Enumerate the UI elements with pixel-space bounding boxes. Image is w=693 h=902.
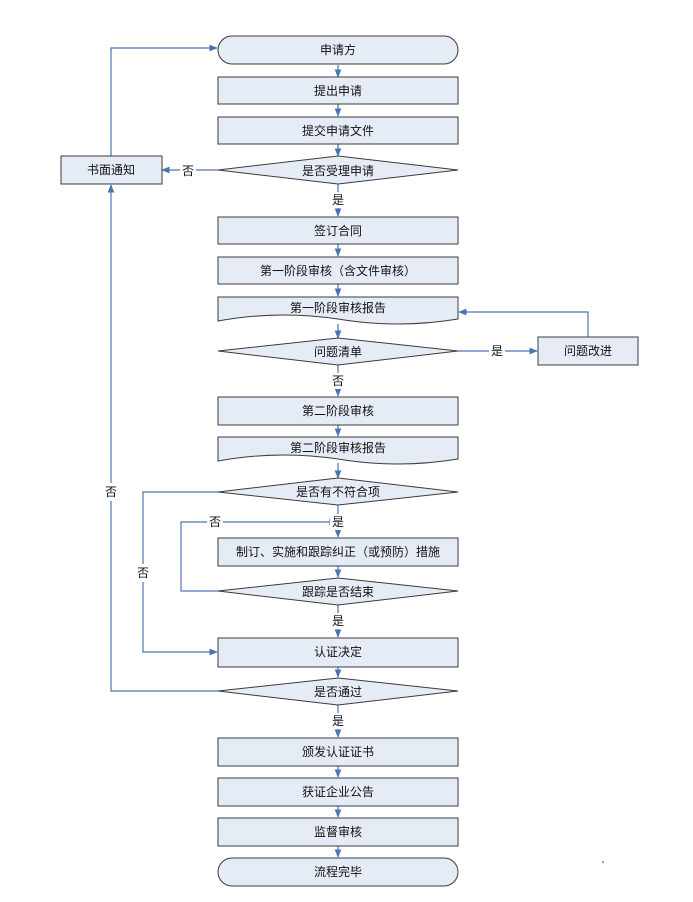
node-issue-improvement: 问题改进 — [537, 336, 639, 366]
node-end: 流程完毕 — [217, 857, 459, 887]
decision-accept: 是否受理申请 — [217, 155, 459, 185]
node-supervision-audit-text: 监督审核 — [314, 824, 362, 839]
decision-nonconformity: 是否有不符合项 — [217, 477, 459, 506]
arrow-notice-to-start — [110, 44, 218, 156]
decision-issue-list: 问题清单 — [217, 337, 459, 366]
node-start-text: 申请方 — [320, 42, 356, 57]
node-stage1-report: 第一阶段审核报告 — [217, 296, 459, 325]
decision-pass: 是否通过 — [217, 677, 459, 706]
connectors — [107, 44, 589, 858]
node-submit-application: 提出申请 — [217, 76, 459, 105]
arrow-tracking-no-to-actions — [180, 518, 338, 592]
decision-pass-text: 是否通过 — [314, 685, 362, 699]
decision-nonconformity-text: 是否有不符合项 — [296, 484, 380, 499]
arrow-pass-no-to-notice — [107, 184, 218, 692]
node-end-text: 流程完毕 — [314, 864, 362, 879]
node-stage2-review-text: 第二阶段审核 — [302, 403, 374, 418]
node-stage2-report-text: 第二阶段审核报告 — [290, 440, 386, 455]
node-corrective-actions: 制订、实施和跟踪纠正（或预防）措施 — [217, 537, 459, 567]
decision-issue-list-text: 问题清单 — [314, 345, 362, 359]
node-corrective-actions-text: 制订、实施和跟踪纠正（或预防）措施 — [236, 544, 440, 559]
arrow-improvement-to-report — [458, 308, 589, 337]
decision-tracking-end-text: 跟踪是否结束 — [302, 585, 374, 599]
node-written-notice: 书面通知 — [60, 155, 163, 185]
node-written-notice-text: 书面通知 — [87, 163, 135, 177]
node-certification-decision: 认证决定 — [217, 637, 459, 668]
node-stage2-review: 第二阶段审核 — [217, 396, 459, 426]
node-submit-application-text: 提出申请 — [314, 83, 362, 98]
node-start: 申请方 — [217, 35, 459, 65]
label-nonconformity-yes: 是 — [332, 515, 344, 529]
node-issue-certificate: 颁发认证证书 — [217, 737, 459, 767]
label-nonconformity-no: 否 — [137, 566, 149, 580]
node-enterprise-announcement-text: 获证企业公告 — [302, 784, 374, 799]
label-pass-yes: 是 — [332, 714, 344, 728]
decision-accept-text: 是否受理申请 — [302, 164, 374, 178]
node-sign-contract-text: 签订合同 — [314, 223, 362, 238]
node-sign-contract: 签订合同 — [217, 216, 459, 245]
label-accept-no: 否 — [182, 164, 194, 178]
label-issue-list-yes: 是 — [491, 344, 503, 358]
label-accept-yes: 是 — [332, 193, 344, 207]
node-certification-decision-text: 认证决定 — [314, 644, 362, 659]
label-issue-list-no: 否 — [332, 374, 344, 388]
node-stage2-report: 第二阶段审核报告 — [217, 436, 459, 465]
node-issue-certificate-text: 颁发认证证书 — [302, 744, 374, 759]
decision-tracking-end: 跟踪是否结束 — [217, 577, 459, 606]
node-stage1-review: 第一阶段审核（含文件审核） — [217, 256, 459, 285]
node-supervision-audit: 监督审核 — [217, 817, 459, 847]
node-stage1-report-text: 第一阶段审核报告 — [290, 300, 386, 315]
node-submit-documents-text: 提交申请文件 — [302, 123, 374, 138]
edge-labels: 否 是 是 否 否 否 否 是 是 是 — [103, 161, 505, 729]
node-enterprise-announcement: 获证企业公告 — [217, 777, 459, 807]
node-submit-documents: 提交申请文件 — [217, 116, 459, 145]
stray-dot — [602, 861, 604, 863]
label-tracking-no: 否 — [209, 515, 221, 529]
label-tracking-yes: 是 — [332, 614, 344, 628]
label-pass-no: 否 — [105, 485, 117, 499]
node-issue-improvement-text: 问题改进 — [564, 344, 612, 358]
node-stage1-review-text: 第一阶段审核（含文件审核） — [260, 263, 416, 278]
